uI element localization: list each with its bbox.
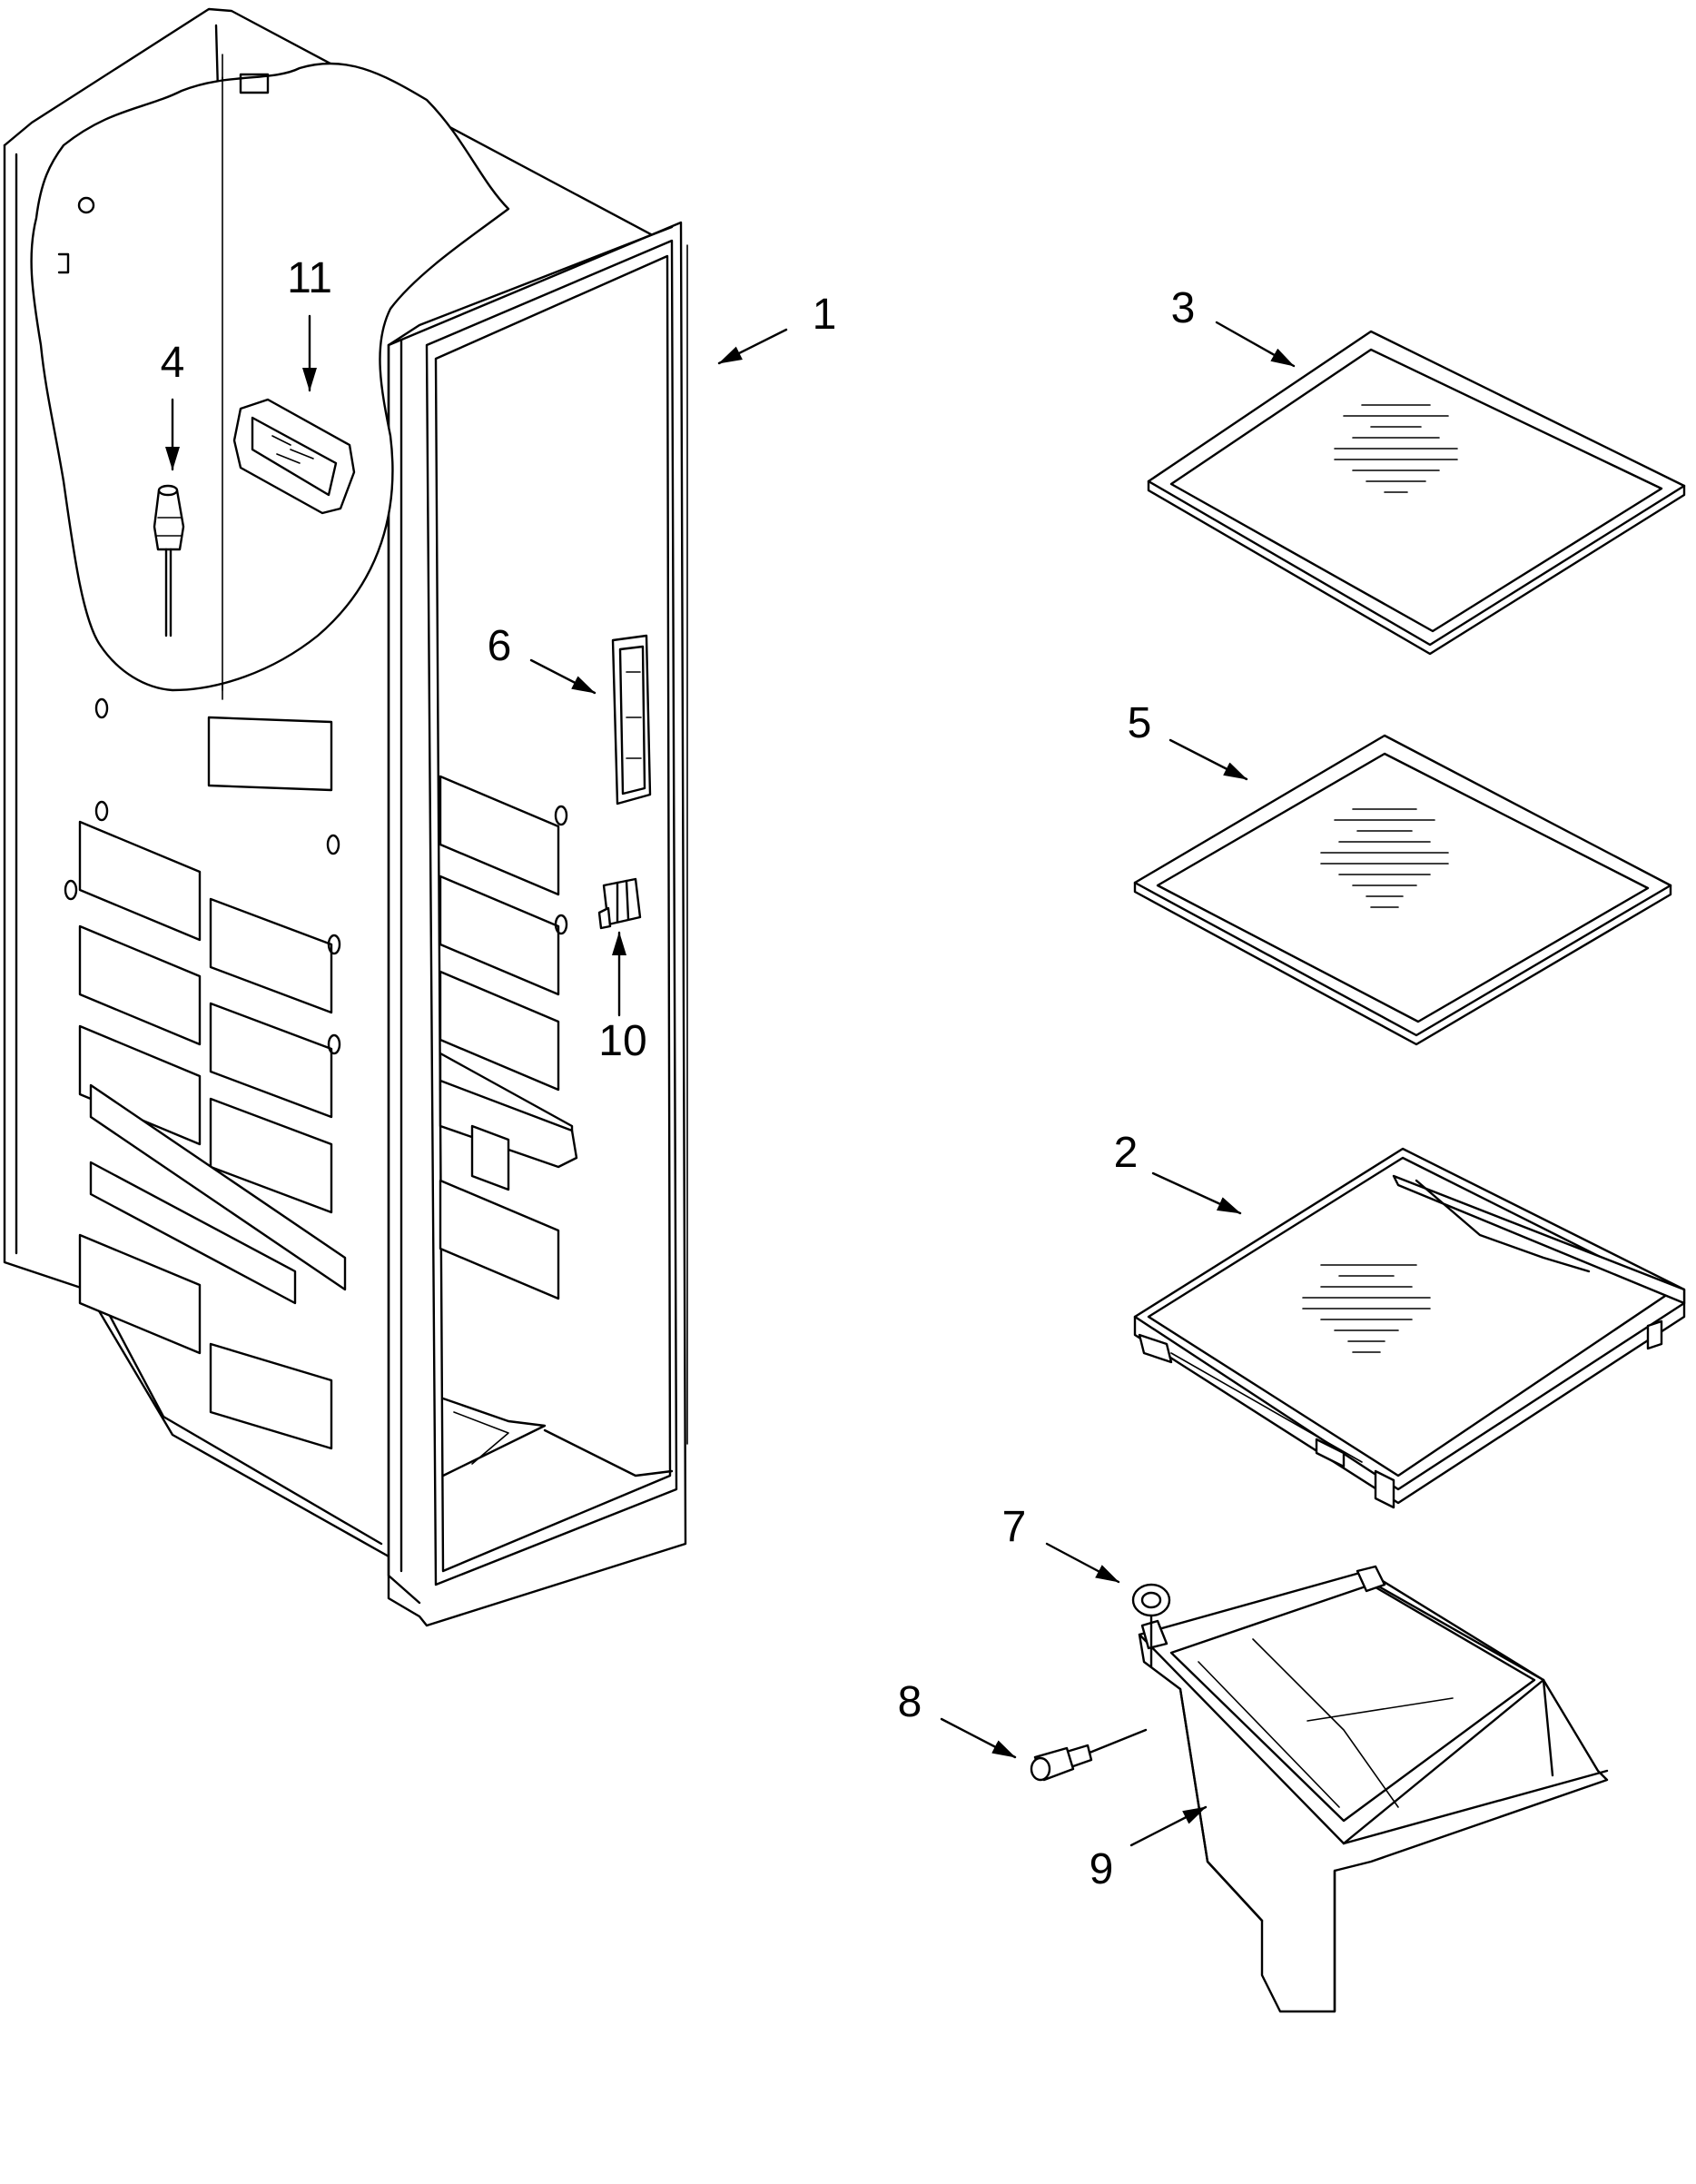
callout-8: 8 xyxy=(898,1678,922,1726)
callout-10: 10 xyxy=(598,1017,646,1065)
wall-slots xyxy=(64,697,347,1450)
arrow-5 xyxy=(1168,738,1248,781)
door-switch xyxy=(597,877,642,930)
control-bracket xyxy=(611,634,652,805)
callout-4: 4 xyxy=(161,339,185,387)
callout-9: 9 xyxy=(1090,1845,1114,1893)
arrow-8 xyxy=(940,1717,1017,1759)
arrow-3 xyxy=(1215,321,1296,368)
thermostat-knob xyxy=(153,484,185,637)
callout-3: 3 xyxy=(1171,284,1196,332)
roller xyxy=(1131,1583,1171,1668)
cabinet-liner xyxy=(3,7,688,1627)
roller-stud xyxy=(1030,1728,1148,1782)
arrow-2 xyxy=(1151,1171,1242,1215)
callout-7: 7 xyxy=(1002,1503,1027,1551)
arrow-7 xyxy=(1045,1542,1120,1584)
glass-shelf-3 xyxy=(1147,330,1686,656)
glass-shelf-2 xyxy=(1133,1147,1686,1509)
callout-6: 6 xyxy=(488,622,512,670)
callout-5: 5 xyxy=(1128,699,1152,747)
callout-numbers: 1 2 3 4 5 6 7 8 9 10 11 xyxy=(161,254,1196,1893)
crisper-bin xyxy=(1138,1565,1609,2013)
callout-2: 2 xyxy=(1114,1129,1139,1177)
arrow-6 xyxy=(529,658,597,695)
callout-1: 1 xyxy=(813,291,837,339)
arrow-9 xyxy=(1129,1805,1208,1847)
callout-11: 11 xyxy=(287,254,332,302)
arrow-1 xyxy=(717,328,788,365)
shelf-track xyxy=(439,1079,578,1191)
light-housing xyxy=(232,398,356,515)
glass-shelf-5 xyxy=(1133,734,1672,1046)
callout-arrows xyxy=(165,314,1296,1847)
